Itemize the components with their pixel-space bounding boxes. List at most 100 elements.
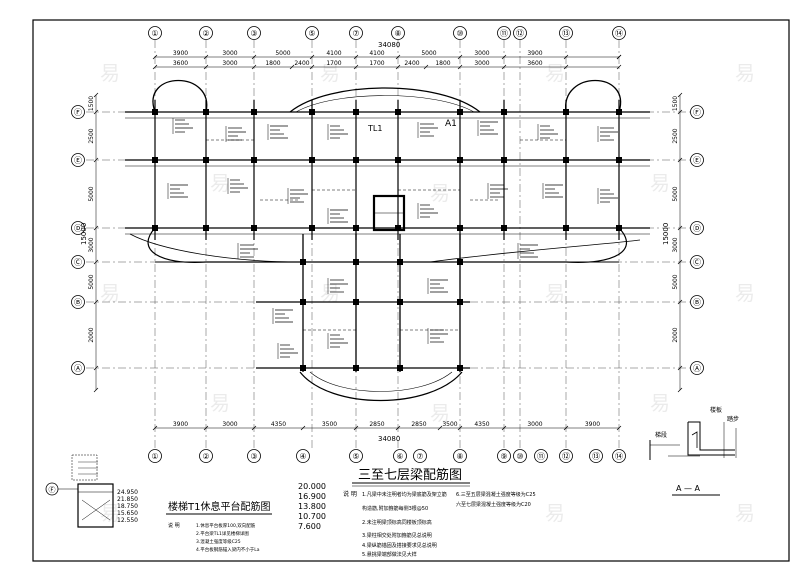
dim-left-value-2: 5000 (88, 186, 95, 201)
grid-left-3-label: Ⓒ (74, 258, 82, 267)
watermark-glyph: 易 (100, 501, 120, 525)
section-label-flight: 梯段 (655, 431, 667, 439)
grid-bottom-5: ⑥ (393, 449, 407, 463)
dim-right-value-4: 5000 (672, 274, 679, 289)
grid-top-8-label: ⑫ (516, 29, 524, 38)
section-label-tread: 踏步 (727, 415, 739, 423)
watermark-glyph: 易 (320, 61, 340, 85)
note2-line-1: 6.三至五层梁混凝土强度等级为C25 (456, 491, 536, 498)
grid-top-6-label: ⑩ (456, 29, 463, 38)
grid-top-0: ① (148, 26, 162, 40)
dim-left-value-0: 1500 (88, 96, 95, 111)
grid-bottom-9: ⑩ (513, 449, 527, 463)
grid-bottom-7: ⑧ (453, 449, 467, 463)
stair-note-4: 4.平台板钢筋锚入梁内不小于La (196, 546, 260, 553)
dim-top-row1-value-3: 4100 (326, 50, 341, 57)
dim-bottom-value-0: 3900 (173, 421, 188, 428)
dim-right-value-3: 3000 (672, 237, 679, 252)
stair-note-3: 3.混凝土强度等级C25 (196, 538, 241, 545)
watermark-glyph: 易 (545, 61, 565, 85)
grid-top-7: ⑪ (497, 26, 511, 40)
grid-top-2-label: ③ (250, 29, 257, 38)
dim-top-row1-value-5: 5000 (421, 50, 436, 57)
dim-right-value-1: 2500 (672, 128, 679, 143)
grid-left-5-label: Ⓐ (74, 364, 82, 373)
watermark-layer: 易易易易易易易易易易易易易易易易易 (100, 61, 755, 525)
grid-top-1-label: ② (202, 29, 209, 38)
floor-plan (125, 80, 650, 401)
grid-top-7-label: ⑪ (500, 29, 508, 38)
section-label-slab: 楼板 (710, 406, 722, 414)
grid-top-3-label: ⑤ (308, 29, 315, 38)
grid-bottom-13: ⑭ (612, 449, 626, 463)
stair-notes-header: 说 明 (168, 522, 180, 529)
grid-left-4-label: Ⓑ (74, 298, 82, 307)
grid-top-5-label: ⑧ (394, 29, 401, 38)
elevation-1: 20.000 (298, 482, 326, 491)
grid-right-5-label: Ⓐ (693, 364, 701, 373)
elevation-2: 16.900 (298, 492, 326, 501)
dim-bottom-value-3: 3500 (322, 421, 337, 428)
grid-bottom-6: ⑦ (413, 449, 427, 463)
grid-bottom-1-label: ② (202, 452, 209, 461)
dim-top-row2-value-6: 2400 (404, 60, 419, 67)
dim-top-row1-value-6: 3000 (474, 50, 489, 57)
dim-left-value-4: 5000 (88, 274, 95, 289)
grid-top-4-label: ⑦ (352, 29, 359, 38)
main-title: 三至七层梁配筋图 (358, 467, 462, 483)
note-line-6: 5.悬挑梁端部做法见大样 (362, 551, 417, 558)
dim-left-value-5: 2000 (88, 327, 95, 342)
watermark-glyph: 易 (210, 171, 230, 195)
dim-top-row2-value-1: 3000 (222, 60, 237, 67)
dim-top-row1-value-4: 4100 (369, 50, 384, 57)
grid-left-4: Ⓑ (71, 295, 85, 309)
dim-top-row2-value-0: 3600 (173, 60, 188, 67)
watermark-glyph: 易 (735, 281, 755, 305)
stair-elev-3: 18.750 (117, 503, 138, 510)
watermark-glyph: 易 (545, 281, 565, 305)
grid-left-0: Ⓕ (71, 105, 85, 119)
grid-bottom-9-label: ⑩ (516, 452, 523, 461)
grid-right-0-label: Ⓕ (693, 108, 701, 117)
grid-left-2-label: Ⓓ (74, 224, 82, 233)
note-line-2: 构造筋,附加箍筋每侧3根@50 (362, 505, 428, 512)
grid-bottom-2-label: ③ (250, 452, 257, 461)
general-notes: 说 明 1.凡梁中未注明者均为梁底筋及架立筋 构造筋,附加箍筋每侧3根@50 2… (343, 490, 536, 558)
grid-bottom-10: ⑪ (534, 449, 548, 463)
grid-top-4: ⑦ (349, 26, 363, 40)
grid-bottom-10-label: ⑪ (537, 452, 545, 461)
dim-top-row2-value-4: 1700 (326, 60, 341, 67)
dim-bottom-value-9: 3900 (585, 421, 600, 428)
watermark-glyph: 易 (545, 501, 565, 525)
grid-bottom-4-label: ⑤ (352, 452, 359, 461)
grid-bottom-6-label: ⑦ (416, 452, 423, 461)
sheet-border (32, 19, 790, 562)
grid-bottom-5-label: ⑥ (396, 452, 403, 461)
grid-top-10: ⑭ (612, 26, 626, 40)
grid-top-6: ⑩ (453, 26, 467, 40)
dim-top-row2-value-5: 1700 (369, 60, 384, 67)
dim-top-row1-value-1: 3000 (222, 50, 237, 57)
section-a-a: 楼板 踏步 梯段 A — A (649, 406, 739, 496)
section-title: A — A (676, 484, 701, 493)
stair-note-1: 1.休息平台板厚100,双向配筋 (196, 522, 256, 529)
stair-slab (77, 483, 114, 528)
grid-bottom-0-label: ① (151, 452, 158, 461)
elevation-3: 13.800 (298, 502, 326, 511)
grid-bottom-3: ④ (296, 449, 310, 463)
grid-right-4: Ⓑ (690, 295, 704, 309)
grid-bottom-12: ⑬ (589, 449, 603, 463)
grid-right-2-label: Ⓓ (693, 224, 701, 233)
note-line-4: 3.梁柱相交处附加箍筋见总说明 (362, 532, 432, 539)
watermark-glyph: 易 (320, 281, 340, 305)
dim-left-value-3: 3000 (88, 237, 95, 252)
grid-bottom-11: ⑫ (559, 449, 573, 463)
grid-left-5: Ⓐ (71, 361, 85, 375)
watermark-glyph: 易 (650, 171, 670, 195)
grid-bottom-2: ③ (247, 449, 261, 463)
